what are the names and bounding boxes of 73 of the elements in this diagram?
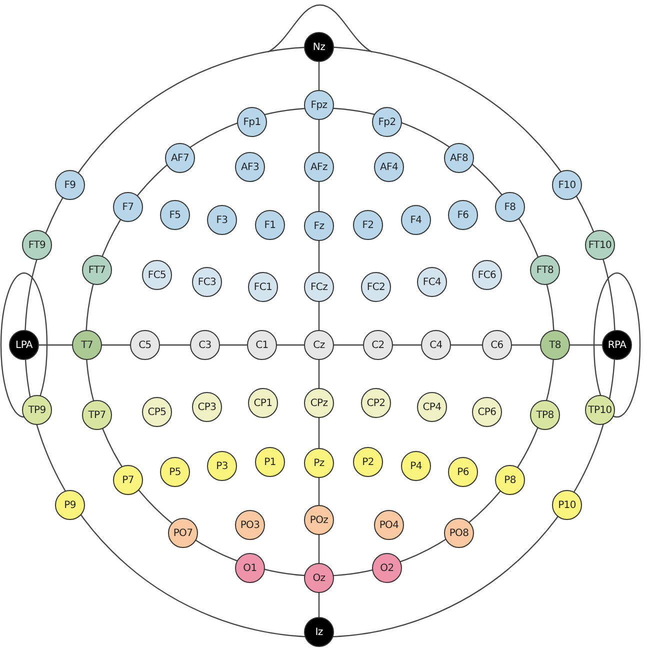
electrode-marker: F9 [55,170,85,200]
electrode-marker: C3 [190,330,220,360]
electrode-marker: TP10 [585,395,615,425]
electrode-marker: Fp2 [372,107,402,137]
electrode-marker: FC1 [248,272,278,302]
electrode-marker: AF4 [374,152,404,182]
electrode-marker: C5 [130,330,160,360]
electrode-marker: Fp1 [237,107,267,137]
electrode-marker: FT8 [530,255,560,285]
electrode-marker: RPA [602,330,632,360]
electrode-marker: FT7 [82,255,112,285]
electrode-marker: FC2 [361,272,391,302]
electrode-marker: P7 [113,465,143,495]
electrode-marker: CP1 [248,388,278,418]
electrode-marker: AF8 [444,143,474,173]
electrode-marker: F3 [207,205,237,235]
electrode-marker: O2 [372,553,402,583]
electrode-marker: F1 [255,210,285,240]
electrode-marker: CP4 [417,392,447,422]
electrode-marker: LPA [9,330,39,360]
electrode-marker: FCz [304,272,334,302]
electrode-marker: FC6 [472,260,502,290]
electrode-marker: TP8 [530,400,560,430]
electrode-marker: O1 [235,553,265,583]
electrode-marker: F2 [353,210,383,240]
electrode-marker: P4 [401,451,431,481]
electrode-marker: FC5 [142,260,172,290]
electrode-marker: P5 [160,457,190,487]
electrode-marker: C2 [363,330,393,360]
electrode-marker: AF3 [235,152,265,182]
electrode-marker: AF7 [165,143,195,173]
electrode-marker: Iz [304,617,334,647]
electrode-marker: POz [304,505,334,535]
electrode-marker: FC3 [192,267,222,297]
electrode-marker: PO8 [444,518,474,548]
electrode-marker: F4 [401,205,431,235]
electrode-marker: PO7 [168,518,198,548]
electrode-marker: Nz [304,32,334,62]
electrode-marker: P8 [495,465,525,495]
electrode-marker: P3 [207,451,237,481]
electrode-marker: Fpz [304,90,334,120]
electrode-marker: FT10 [585,230,615,260]
electrode-marker: CP2 [361,388,391,418]
electrode-marker: P6 [448,457,478,487]
electrode-marker: Fz [304,211,334,241]
electrode-marker: F10 [552,170,582,200]
electrode-marker: F5 [160,200,190,230]
electrode-marker: P1 [255,447,285,477]
electrode-marker: Pz [304,448,334,478]
electrode-marker: Oz [304,563,334,593]
electrode-marker: PO4 [374,510,404,540]
electrode-marker: C4 [421,330,451,360]
electrode-marker: P9 [55,490,85,520]
electrode-marker: C1 [247,330,277,360]
electrode-marker: CPz [304,388,334,418]
electrode-marker: C6 [482,330,512,360]
electrode-marker: FC4 [417,267,447,297]
electrode-marker: FT9 [22,230,52,260]
electrode-marker: T7 [72,330,102,360]
electrode-marker: F8 [495,192,525,222]
electrode-marker: AFz [304,152,334,182]
electrode-marker: TP9 [22,395,52,425]
electrode-marker: F6 [448,200,478,230]
electrode-marker: CP6 [472,397,502,427]
electrode-marker: F7 [113,192,143,222]
electrode-marker: P2 [353,447,383,477]
electrode-marker: CP3 [192,392,222,422]
electrode-marker: T8 [540,330,570,360]
electrode-marker: CP5 [142,397,172,427]
electrode-marker: PO3 [235,510,265,540]
electrode-marker: TP7 [82,400,112,430]
electrode-marker: Cz [304,330,334,360]
electrode-marker: P10 [552,490,582,520]
